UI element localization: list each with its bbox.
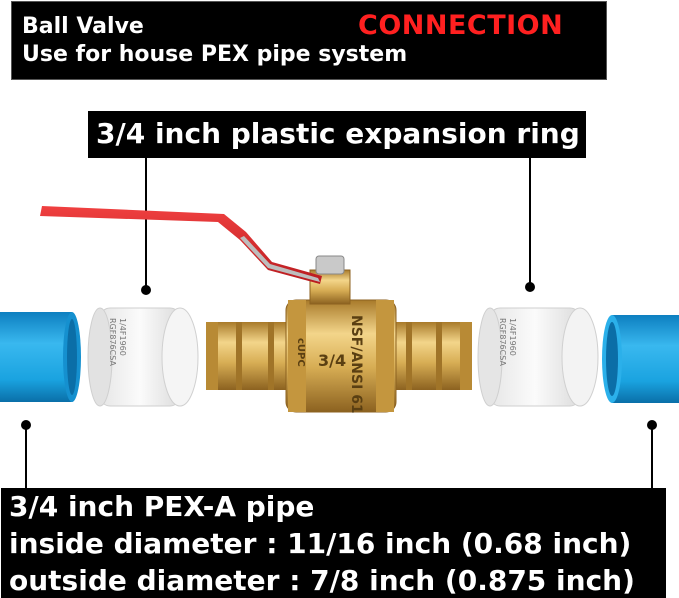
- right-expansion-ring: 1/4F1960 RGF876CSA: [477, 307, 599, 407]
- header-subtitle: Use for house PEX pipe system: [22, 42, 408, 67]
- svg-text:1/4F1960: 1/4F1960: [508, 318, 517, 356]
- valve-standard-mark: NSF/ANSI 61: [348, 315, 364, 414]
- header-title: Ball Valve: [22, 14, 144, 39]
- pipe-callout: 3/4 inch PEX-A pipe inside diameter : 11…: [1, 488, 666, 598]
- left-pex-pipe: [0, 312, 81, 402]
- left-expansion-ring: 1/4F1960 RGF876CSA: [87, 307, 199, 407]
- svg-text:1/4F1960: 1/4F1960: [118, 318, 127, 356]
- valve-cupc-mark: cUPC: [295, 338, 306, 367]
- ring-callout: 3/4 inch plastic expansion ring: [88, 111, 586, 158]
- header-banner: Ball Valve Use for house PEX pipe system…: [11, 1, 607, 80]
- pipe-callout-title: 3/4 inch PEX-A pipe: [9, 490, 315, 523]
- inside-diameter-label: inside diameter : 11/16 inch (0.68 inch): [9, 527, 632, 560]
- valve-size-mark: 3/4: [318, 351, 346, 370]
- outside-diameter-label: outside diameter : 7/8 inch (0.875 inch): [9, 564, 635, 597]
- svg-text:RGF876CSA: RGF876CSA: [108, 318, 117, 366]
- ring-callout-label: 3/4 inch plastic expansion ring: [96, 117, 580, 150]
- svg-text:RGF876CSA: RGF876CSA: [498, 318, 507, 366]
- callout-lines: [21, 158, 657, 490]
- connection-label: CONNECTION: [358, 10, 564, 41]
- right-pex-pipe: [602, 315, 679, 403]
- ball-valve: 3/4 NSF/ANSI 61 cUPC: [40, 206, 472, 414]
